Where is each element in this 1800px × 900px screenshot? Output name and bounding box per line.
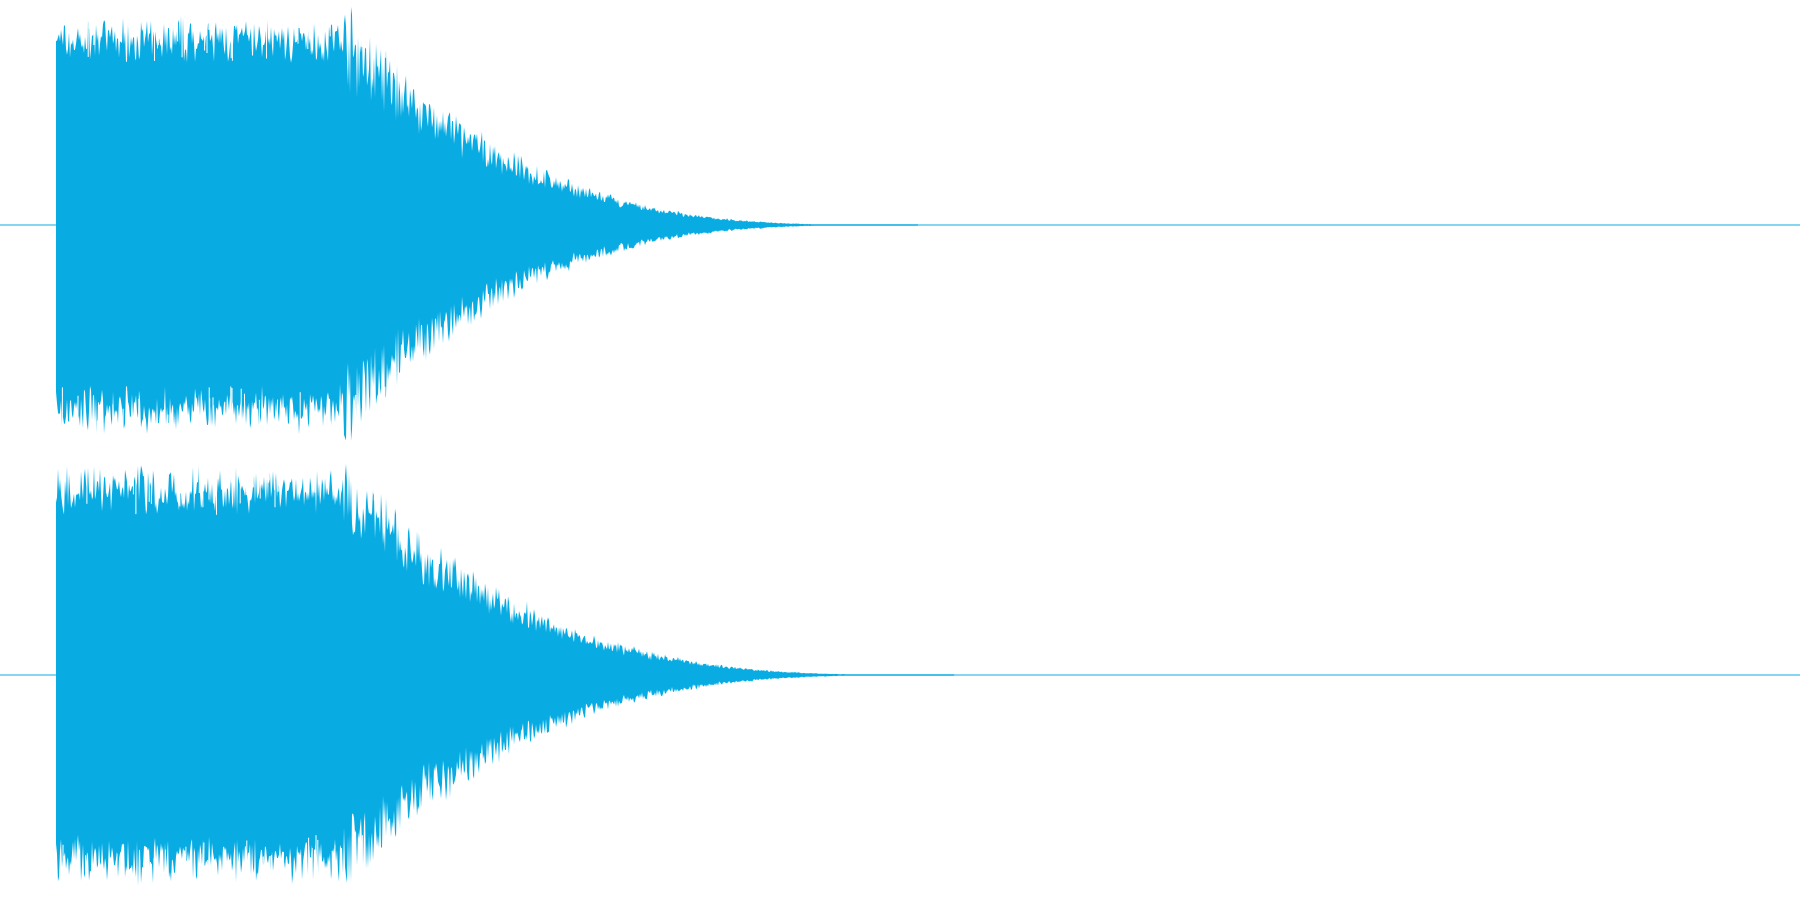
channel-left-track bbox=[0, 6, 1800, 441]
channel-right-spikes bbox=[62, 463, 397, 887]
channel-right-waveform bbox=[56, 464, 954, 886]
channel-left-spikes bbox=[61, 13, 406, 437]
channel-left-waveform bbox=[56, 6, 918, 441]
channel-right-track bbox=[0, 463, 1800, 887]
